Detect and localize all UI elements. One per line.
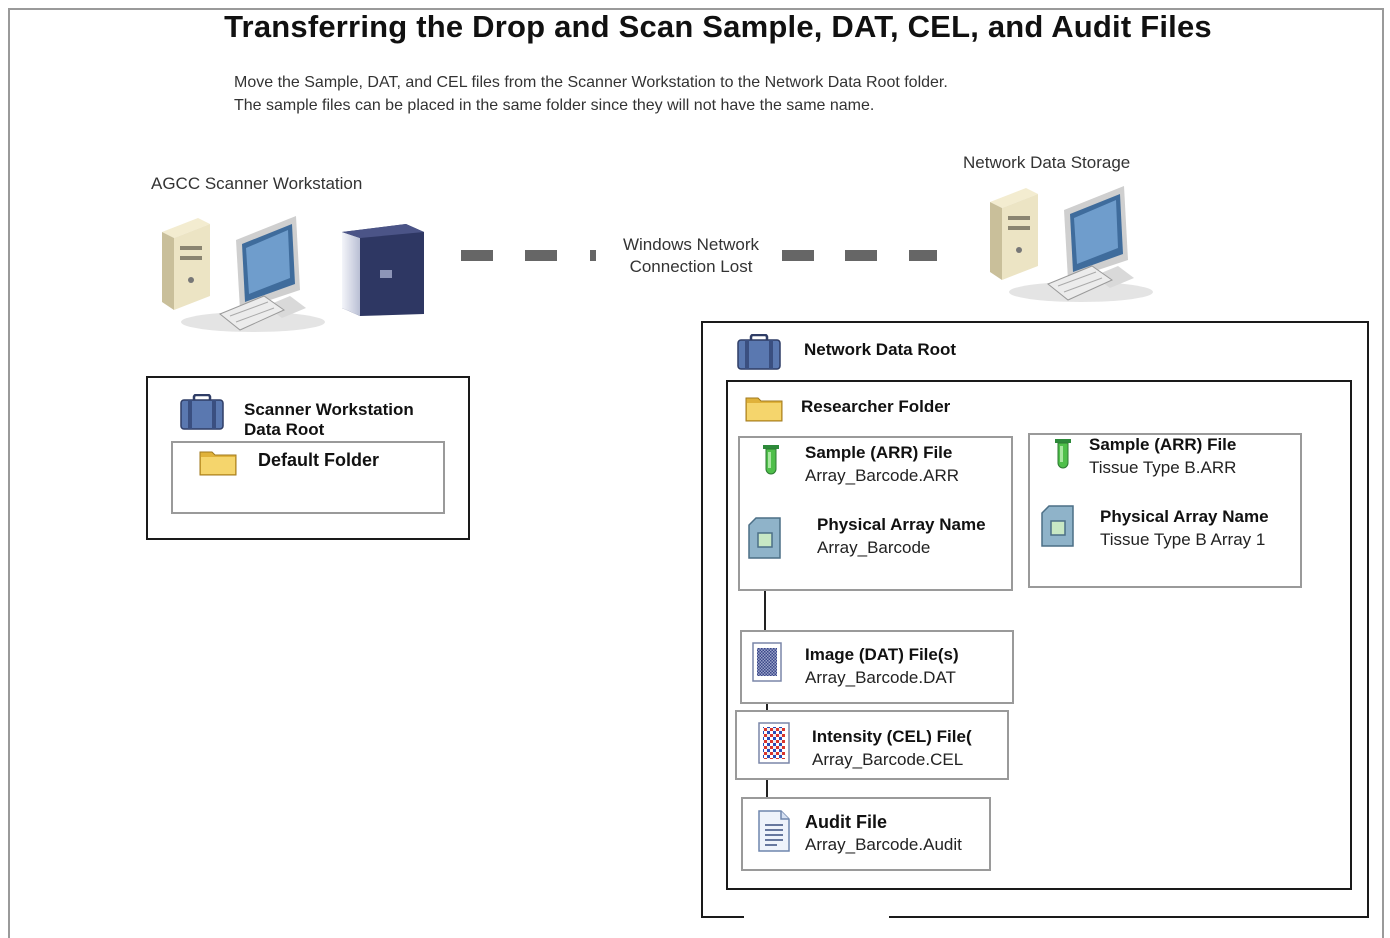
sample-b-name: Tissue Type B.ARR xyxy=(1089,458,1237,477)
scanner-data-root-box xyxy=(146,376,470,540)
sample-b-title: Sample (ARR) File xyxy=(1089,435,1237,454)
intro-line-2: The sample files can be placed in the sa… xyxy=(234,97,875,114)
scanner-data-root-label-line-1: Scanner Workstation xyxy=(244,400,414,419)
intro-line-1: Move the Sample, DAT, and CEL files from… xyxy=(234,74,948,91)
workstation-label: AGCC Scanner Workstation xyxy=(151,174,363,193)
folder-icon xyxy=(745,397,783,422)
default-folder-label: Default Folder xyxy=(258,450,380,470)
test-tube-icon xyxy=(763,445,779,475)
sample-a-array-title: Physical Array Name xyxy=(817,515,986,534)
network-data-root-label: Network Data Root xyxy=(804,340,957,359)
connection-label: Windows Network Connection Lost xyxy=(606,234,776,278)
cel-file-name: Array_Barcode.CEL xyxy=(812,750,964,769)
audit-file-title: Audit File xyxy=(805,812,887,832)
dat-file-name: Array_Barcode.DAT xyxy=(805,668,956,687)
connection-dash xyxy=(590,250,596,261)
briefcase-icon xyxy=(737,334,781,370)
connection-dash xyxy=(525,250,557,261)
sample-a-box xyxy=(738,436,1013,591)
default-folder-box xyxy=(171,441,445,514)
diagram-frame xyxy=(8,8,1384,938)
computer-icon xyxy=(162,216,325,332)
array-chip-icon xyxy=(748,517,781,559)
sample-b-box xyxy=(1028,433,1302,588)
connection-label-line-2: Connection Lost xyxy=(629,257,753,276)
cel-file-icon xyxy=(758,722,790,764)
server-icon xyxy=(990,186,1153,302)
connection-label-line-1: Windows Network xyxy=(622,235,760,254)
test-tube-icon xyxy=(1055,439,1071,469)
folder-icon xyxy=(199,451,237,476)
cel-file-title: Intensity (CEL) File( xyxy=(812,727,972,746)
scanner-data-root-label-line-2: Data Root xyxy=(244,420,325,439)
connector-line xyxy=(766,778,768,798)
sample-a-title: Sample (ARR) File xyxy=(805,443,953,462)
connection-dash xyxy=(909,250,937,261)
audit-file-icon xyxy=(758,810,790,852)
scanner-icon xyxy=(342,224,424,316)
dat-file-box xyxy=(740,630,1014,704)
researcher-folder-label: Researcher Folder xyxy=(801,397,951,416)
connector-line xyxy=(764,591,766,630)
sample-a-name: Array_Barcode.ARR xyxy=(805,466,960,485)
audit-file-box xyxy=(741,797,991,871)
cel-file-box xyxy=(735,710,1009,780)
connector-line xyxy=(766,703,768,711)
audit-file-name: Array_Barcode.Audit xyxy=(805,835,962,854)
storage-label: Network Data Storage xyxy=(963,153,1131,172)
page-title: Transferring the Drop and Scan Sample, D… xyxy=(224,9,1212,44)
scanner-data-root-label: Scanner Workstation Data Root xyxy=(244,400,414,440)
array-chip-icon xyxy=(1041,505,1074,547)
sample-b-array-name: Tissue Type B Array 1 xyxy=(1100,530,1266,549)
network-data-root-gap xyxy=(744,910,889,922)
dat-file-icon xyxy=(752,642,782,682)
briefcase-icon xyxy=(180,394,224,430)
network-data-root-box xyxy=(701,321,1369,918)
sample-a-array-name: Array_Barcode xyxy=(817,538,931,557)
connection-dash xyxy=(782,250,814,261)
connection-dash xyxy=(461,250,493,261)
researcher-folder-box xyxy=(726,380,1352,890)
sample-b-array-title: Physical Array Name xyxy=(1100,507,1269,526)
dat-file-title: Image (DAT) File(s) xyxy=(805,645,959,664)
connection-dash xyxy=(845,250,877,261)
